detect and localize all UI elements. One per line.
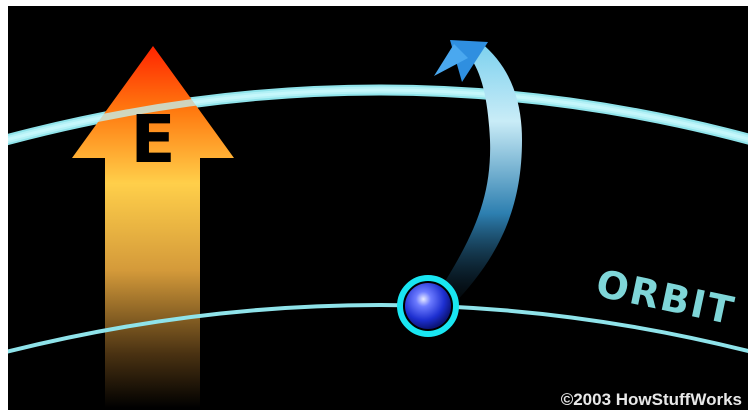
copyright-text: ©2003 HowStuffWorks [561, 390, 742, 409]
energy-label: E [130, 101, 175, 178]
sphere-icon [400, 278, 456, 334]
